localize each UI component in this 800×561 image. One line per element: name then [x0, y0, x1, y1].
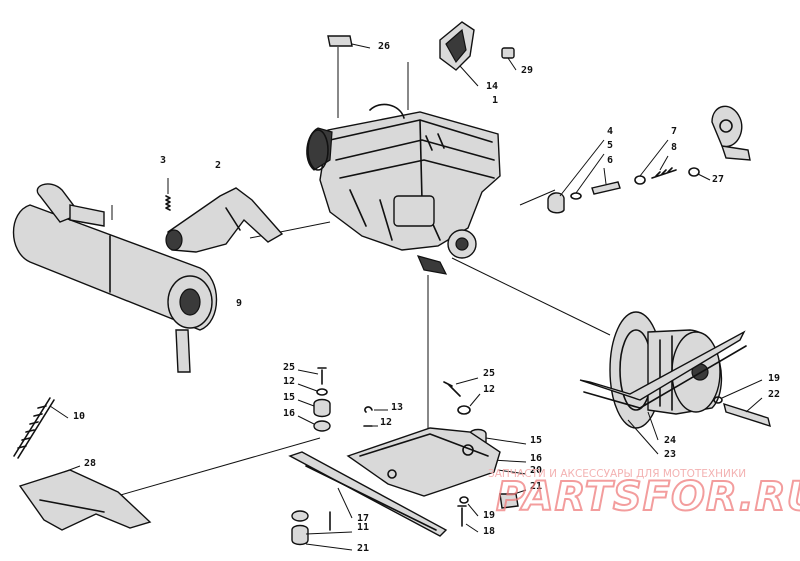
callout-25: 25	[483, 368, 495, 379]
engine-block	[306, 103, 501, 275]
callout-23: 23	[664, 449, 676, 460]
callout-labels: 1234567891011121212131415151616171819192…	[73, 41, 780, 554]
muffler-spring	[13, 397, 69, 459]
callout-27: 27	[712, 174, 724, 185]
left-mount-hardware	[297, 367, 388, 432]
callout-11: 11	[357, 522, 369, 533]
callout-19: 19	[768, 373, 780, 384]
callout-9: 9	[236, 298, 242, 309]
drive-clutch	[579, 311, 771, 455]
callout-19: 19	[483, 510, 495, 521]
motor-mount-plate	[346, 427, 501, 497]
callout-29: 29	[521, 65, 533, 76]
callout-24: 24	[664, 435, 676, 446]
connector	[501, 47, 517, 71]
watermark-logo: PARTSFOR.RU	[496, 474, 800, 520]
watermark-caption: ЗАПЧАСТИ И АКСЕССУАРЫ ДЛЯ МОТОТЕХНИКИ	[488, 468, 746, 480]
callout-12: 12	[283, 376, 295, 387]
callout-3: 3	[160, 155, 166, 166]
shaft-hardware	[547, 139, 711, 214]
callout-16: 16	[283, 408, 295, 419]
callout-4: 4	[607, 126, 613, 137]
callout-17: 17	[357, 513, 369, 524]
muffler	[12, 183, 218, 373]
callout-6: 6	[607, 155, 613, 166]
callout-15: 15	[530, 435, 542, 446]
lower-rail	[288, 451, 448, 537]
decal-plate	[327, 35, 371, 49]
callout-1: 1	[492, 95, 498, 106]
exhaust-manifold	[165, 187, 284, 253]
exhaust-spring	[165, 178, 171, 211]
callout-13: 13	[391, 402, 403, 413]
callout-26: 26	[378, 41, 390, 52]
callout-2: 2	[215, 160, 221, 171]
watermark: ЗАПЧАСТИ И АКСЕССУАРЫ ДЛЯ МОТОТЕХНИКИ PA…	[488, 468, 800, 521]
ignition-coil	[439, 21, 479, 87]
callout-21: 21	[357, 543, 369, 554]
lower-small-parts	[291, 496, 479, 551]
callout-25: 25	[283, 362, 295, 373]
callout-21: 21	[530, 481, 542, 492]
callout-16: 16	[530, 453, 542, 464]
callout-5: 5	[607, 140, 613, 151]
callout-8: 8	[671, 142, 677, 153]
callout-20: 20	[530, 465, 542, 476]
callout-28: 28	[84, 458, 96, 469]
tensioner-bracket	[711, 105, 751, 161]
callout-22: 22	[768, 389, 780, 400]
callout-18: 18	[483, 526, 495, 537]
callout-12: 12	[483, 384, 495, 395]
callout-10: 10	[73, 411, 85, 422]
callout-14: 14	[486, 81, 498, 92]
heat-shield	[18, 465, 152, 531]
callout-15: 15	[283, 392, 295, 403]
callout-12: 12	[380, 417, 392, 428]
callout-7: 7	[671, 126, 677, 137]
